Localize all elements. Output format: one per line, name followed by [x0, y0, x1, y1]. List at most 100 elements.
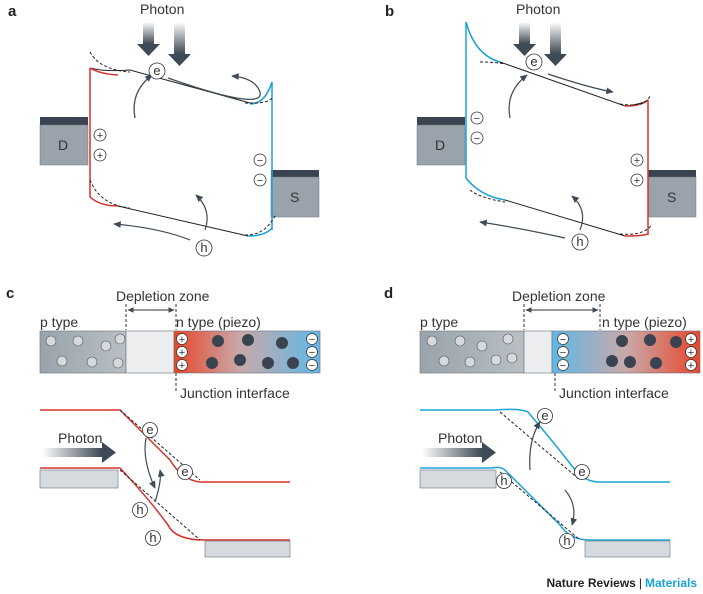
energy-bands — [465, 21, 653, 237]
electrode-d: D — [39, 117, 89, 166]
electrode-d-label: D — [435, 137, 445, 153]
depletion-region — [125, 330, 175, 374]
carrier-arrows — [144, 437, 165, 503]
carrier-arrows — [529, 421, 578, 526]
hole: h — [571, 233, 589, 251]
svg-text:+: + — [688, 334, 694, 346]
electrode-d: D — [416, 117, 466, 166]
svg-text:−: − — [309, 347, 315, 359]
photon-arrow — [422, 442, 496, 463]
svg-text:−: − — [474, 133, 480, 145]
panel-label: d — [384, 285, 393, 302]
electron: e — [148, 62, 166, 80]
photon-arrows — [137, 22, 191, 66]
carrier-arrows — [113, 73, 261, 241]
electrode-s: S — [270, 170, 320, 218]
panel-label: c — [6, 285, 14, 302]
electron: e e — [142, 422, 193, 480]
svg-text:−: − — [474, 113, 480, 125]
depletion-zone-label: Depletion zone — [512, 288, 606, 304]
hole: h h — [132, 502, 161, 546]
energy-bands — [40, 409, 290, 541]
hole: h h — [496, 473, 575, 549]
panel-a: a Photon D S — [8, 1, 320, 257]
svg-text:e: e — [146, 422, 153, 437]
p-electrode — [39, 469, 119, 489]
negative-charges: − − — [470, 111, 484, 145]
svg-text:e: e — [153, 63, 160, 78]
energy-bands — [89, 51, 277, 237]
p-type-label: p type — [40, 314, 78, 330]
depletion-arrow — [125, 304, 177, 330]
svg-text:h: h — [500, 473, 507, 488]
svg-text:h: h — [136, 502, 143, 517]
svg-text:−: − — [309, 334, 315, 346]
electrode-d-label: D — [58, 137, 68, 153]
junction-interface-label: Junction interface — [559, 385, 669, 401]
credit-separator: | — [638, 576, 642, 590]
panel-c: c Depletion zone p type n type (piezo) — [6, 285, 321, 558]
negative-charges: − − − — [306, 333, 318, 372]
svg-text:e: e — [578, 464, 585, 479]
junction-interface-label: Junction interface — [180, 385, 290, 401]
svg-text:h: h — [200, 240, 207, 255]
depletion-region — [523, 330, 553, 374]
journal-credit: Nature Reviews|Materials — [546, 576, 697, 590]
svg-text:−: − — [560, 347, 566, 359]
journal-name: Nature Reviews — [546, 576, 636, 590]
svg-text:h: h — [576, 234, 583, 249]
p-electrode — [419, 469, 497, 489]
photon-arrow — [42, 442, 116, 463]
photon-arrows — [513, 22, 567, 66]
n-type-label: n type (piezo) — [176, 314, 261, 330]
positive-charges: + + + — [176, 333, 188, 372]
n-electrode — [584, 540, 671, 558]
panel-b: b Photon D S — [385, 1, 697, 251]
svg-text:e: e — [530, 54, 537, 69]
n-electrode — [204, 540, 291, 558]
n-type-label: n type (piezo) — [602, 314, 687, 330]
journal-section: Materials — [644, 576, 697, 590]
electron: e e — [537, 408, 590, 480]
positive-charges: + + + — [685, 333, 697, 372]
svg-text:+: + — [179, 334, 185, 346]
positive-charges: + + — [93, 128, 107, 162]
svg-text:−: − — [560, 360, 566, 372]
svg-text:+: + — [97, 150, 103, 162]
svg-text:+: + — [179, 347, 185, 359]
electron: e — [525, 53, 543, 71]
svg-text:+: + — [634, 175, 640, 187]
hole: h — [195, 239, 213, 257]
svg-text:+: + — [634, 155, 640, 167]
panel-label: a — [8, 3, 17, 20]
electrode-s: S — [647, 170, 697, 218]
svg-text:e: e — [541, 408, 548, 423]
svg-text:−: − — [257, 155, 263, 167]
p-type-label: p type — [420, 314, 458, 330]
panel-d: d Depletion zone p type n type (piezo) — [384, 285, 701, 558]
depletion-zone-label: Depletion zone — [116, 288, 210, 304]
p-region — [419, 330, 525, 374]
svg-text:+: + — [179, 360, 185, 372]
svg-text:h: h — [149, 530, 156, 545]
svg-text:−: − — [309, 360, 315, 372]
svg-text:h: h — [563, 533, 570, 548]
svg-text:e: e — [181, 464, 188, 479]
negative-charges: − − − — [557, 333, 569, 372]
photon-label: Photon — [58, 430, 102, 446]
negative-charges: − − — [253, 153, 267, 187]
photon-label: Photon — [438, 430, 482, 446]
p-region — [39, 330, 127, 374]
energy-bands — [420, 408, 670, 541]
depletion-arrow — [523, 304, 601, 330]
photon-label: Photon — [140, 1, 184, 17]
svg-text:−: − — [560, 334, 566, 346]
electrode-s-label: S — [667, 189, 676, 205]
svg-text:+: + — [688, 360, 694, 372]
n-region — [551, 330, 701, 374]
panel-label: b — [385, 3, 394, 20]
n-region — [173, 330, 321, 374]
electrode-s-label: S — [290, 189, 299, 205]
svg-text:−: − — [257, 175, 263, 187]
